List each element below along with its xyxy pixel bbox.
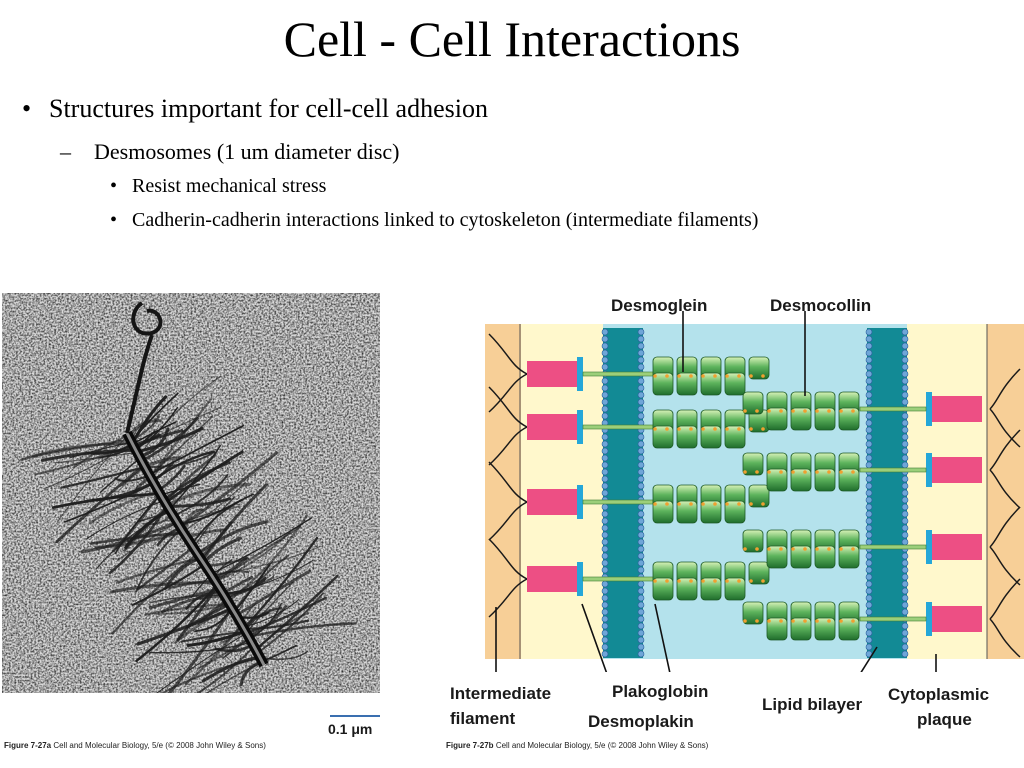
- bullet-text: Desmosomes (1 um diameter disc): [94, 139, 400, 164]
- cadherin-domain: [814, 468, 836, 492]
- cadherin-domain: [700, 577, 722, 601]
- micrograph-caption-text: Cell and Molecular Biology, 5/e (© 2008 …: [53, 741, 266, 750]
- label-intermediate: Intermediate: [450, 684, 552, 703]
- cadherin-domain: [742, 529, 764, 553]
- desmoplakin-block: [527, 566, 577, 592]
- label-desmoplakin: Desmoplakin: [588, 712, 694, 731]
- plakoglobin-bar: [926, 453, 932, 487]
- label-filament: filament: [450, 709, 516, 728]
- label-plaque: plaque: [917, 710, 972, 729]
- cadherin-domain: [814, 407, 836, 431]
- desmoplakin-block: [932, 396, 982, 422]
- cadherin-domain: [676, 577, 698, 601]
- plakoglobin-bar: [577, 562, 583, 596]
- cadherin-domain: [724, 425, 746, 449]
- plakoglobin-bar: [926, 530, 932, 564]
- plakoglobin-bar: [577, 485, 583, 519]
- cadherin-domain: [766, 617, 788, 641]
- desmoplakin-block: [932, 534, 982, 560]
- cadherin-domain: [742, 601, 764, 625]
- bullet-level2: – Desmosomes (1 um diameter disc): [60, 138, 400, 166]
- cadherin-domain: [814, 545, 836, 569]
- cadherin-domain: [652, 500, 674, 524]
- cadherin-domain: [676, 372, 698, 396]
- electron-micrograph: [2, 293, 382, 721]
- cadherin-domain: [838, 468, 860, 492]
- bullet-marker: •: [22, 94, 32, 123]
- plakoglobin-bar: [926, 392, 932, 426]
- bullet-level1: • Structures important for cell-cell adh…: [22, 93, 488, 125]
- cadherin-domain: [766, 407, 788, 431]
- plakoglobin-bar: [577, 410, 583, 444]
- cadherin-domain: [742, 391, 764, 415]
- desmoplakin-block: [932, 457, 982, 483]
- cadherin-tail: [859, 544, 927, 550]
- bullet-text: Structures important for cell-cell adhes…: [49, 94, 488, 123]
- desmosome-diagram: [485, 311, 1024, 672]
- right-lipid-bilayer: [867, 328, 907, 658]
- cadherin-domain: [838, 545, 860, 569]
- cadherin-tail: [582, 371, 654, 377]
- left-cell-cytoplasm: [485, 324, 521, 659]
- label-plakoglobin: Plakoglobin: [612, 682, 709, 701]
- cadherin-domain: [766, 468, 788, 492]
- diagram-caption-id: Figure 7-27b: [446, 741, 494, 750]
- cadherin-tail: [582, 499, 654, 505]
- bullet-text: Resist mechanical stress: [132, 175, 327, 197]
- cadherin-domain: [700, 425, 722, 449]
- cadherin-domain: [790, 545, 812, 569]
- cadherin-tail: [582, 576, 654, 582]
- cadherin-domain: [652, 425, 674, 449]
- micrograph-caption: Figure 7-27a Cell and Molecular Biology,…: [4, 741, 266, 751]
- desmoplakin-block: [527, 414, 577, 440]
- cadherin-domain: [700, 372, 722, 396]
- scale-bar-label: 0.1 μm: [328, 721, 373, 737]
- cadherin-tail: [859, 616, 927, 622]
- cadherin-domain: [724, 500, 746, 524]
- desmoplakin-block: [527, 489, 577, 515]
- label-lipid-bilayer: Lipid bilayer: [762, 695, 863, 714]
- cadherin-domain: [724, 372, 746, 396]
- cadherin-tail: [582, 424, 654, 430]
- cadherin-domain: [790, 468, 812, 492]
- cadherin-tail: [859, 406, 927, 412]
- cadherin-domain: [652, 372, 674, 396]
- cadherin-domain: [790, 617, 812, 641]
- bullet-level3-2: • Cadherin-cadherin interactions linked …: [110, 207, 758, 233]
- cadherin-domain: [742, 452, 764, 476]
- cadherin-domain: [748, 484, 770, 508]
- diagram-caption-text: Cell and Molecular Biology, 5/e (© 2008 …: [495, 741, 709, 750]
- desmoplakin-block: [932, 606, 982, 632]
- bullet-marker: –: [60, 139, 71, 164]
- cadherin-domain: [676, 500, 698, 524]
- cadherin-domain: [676, 425, 698, 449]
- left-lipid-bilayer: [603, 328, 643, 658]
- cadherin-domain: [814, 617, 836, 641]
- cadherin-domain: [748, 356, 770, 380]
- right-cell-plaque-zone: [907, 324, 987, 659]
- plakoglobin-bar: [926, 602, 932, 636]
- diagram-caption: Figure 7-27b Cell and Molecular Biology,…: [446, 741, 708, 751]
- plakoglobin-bar: [577, 357, 583, 391]
- bullet-text: Cadherin-cadherin interactions linked to…: [132, 209, 759, 231]
- cadherin-domain: [838, 407, 860, 431]
- bullet-level3-1: • Resist mechanical stress: [110, 173, 326, 199]
- label-desmoglein: Desmoglein: [611, 296, 708, 315]
- cadherin-domain: [790, 407, 812, 431]
- cadherin-domain: [838, 617, 860, 641]
- label-desmocollin: Desmocollin: [770, 296, 872, 315]
- cadherin-domain: [748, 561, 770, 585]
- cadherin-domain: [724, 577, 746, 601]
- desmoplakin-block: [527, 361, 577, 387]
- micrograph-caption-id: Figure 7-27a: [4, 741, 52, 750]
- slide-title: Cell - Cell Interactions: [283, 11, 741, 67]
- bullet-marker: •: [110, 209, 118, 231]
- cadherin-domain: [766, 545, 788, 569]
- bullet-marker: •: [110, 175, 118, 197]
- cadherin-domain: [652, 577, 674, 601]
- cadherin-domain: [700, 500, 722, 524]
- label-cytoplasmic: Cytoplasmic: [888, 685, 990, 704]
- cadherin-tail: [859, 467, 927, 473]
